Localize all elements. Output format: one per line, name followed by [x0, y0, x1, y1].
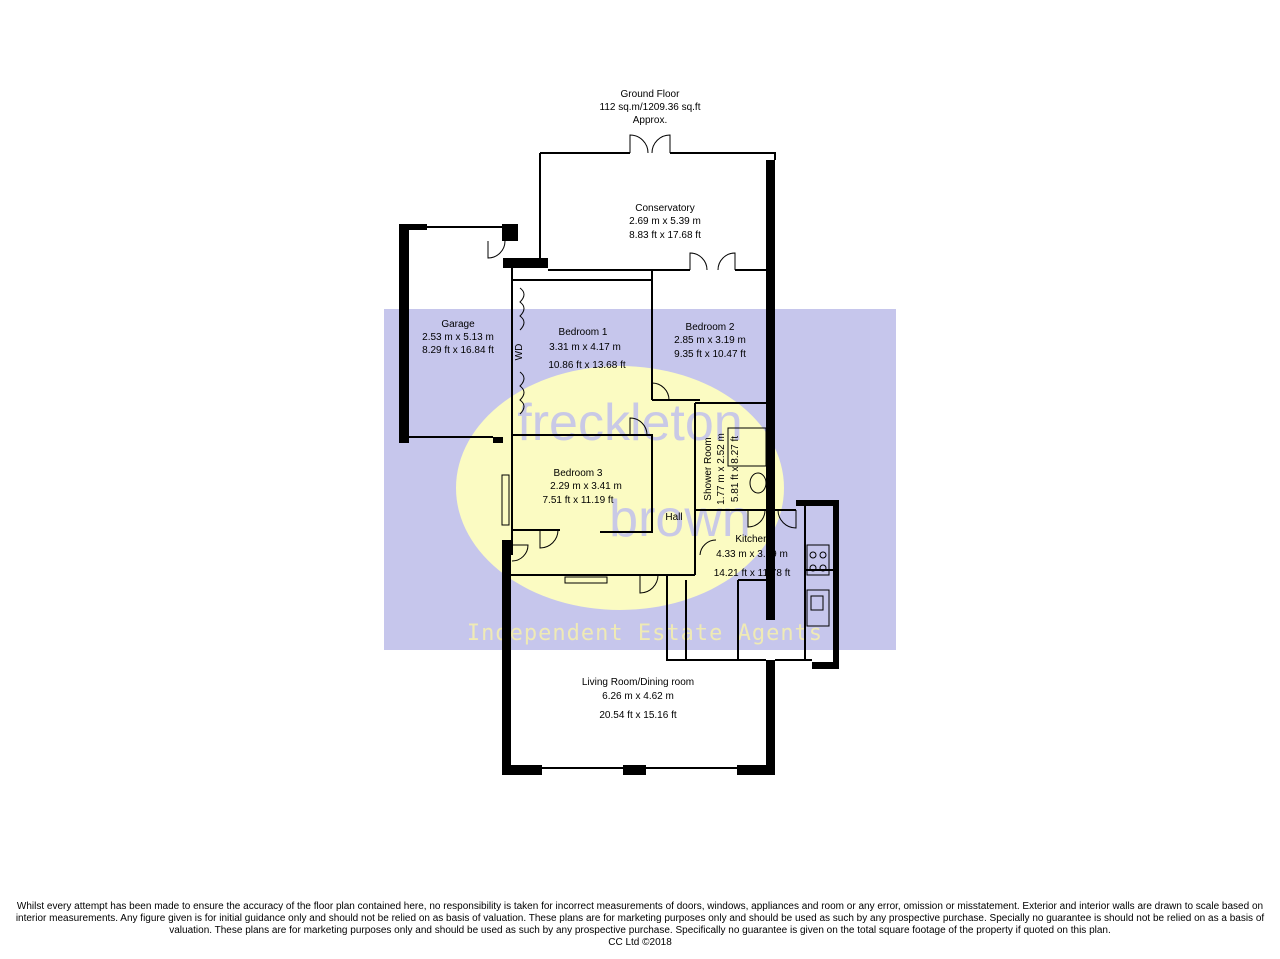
shower-room-walls	[694, 402, 766, 575]
room-labels: Conservatory 2.69 m x 5.39 m 8.83 ft x 1…	[422, 203, 790, 721]
garage-side-door	[487, 240, 506, 259]
hall-name: Hall	[665, 512, 682, 523]
living-south-wall-left	[502, 765, 542, 775]
hob-ring-4	[819, 564, 827, 572]
sink-basin	[810, 595, 824, 611]
shower-tray	[727, 427, 767, 467]
garage-south-corner	[399, 437, 409, 443]
fixtures	[501, 287, 830, 627]
shower-room-metric: 1.77 m x 2.52 m	[716, 433, 727, 505]
bedroom2-metric: 2.85 m x 3.19 m	[674, 335, 746, 346]
kitchen-north-wall	[796, 500, 839, 506]
garage-south-corner-right	[493, 437, 503, 443]
kitchen-internal-door	[747, 509, 766, 528]
living-name: Living Room/Dining room	[582, 677, 694, 688]
living-south-wall-mid	[623, 765, 646, 775]
bedroom3-imperial: 7.51 ft x 11.19 ft	[543, 495, 614, 506]
living-metric: 6.26 m x 4.62 m	[602, 691, 674, 702]
doors	[487, 134, 797, 594]
bedroom1-name: Bedroom 1	[559, 327, 608, 338]
bedroom2-imperial: 9.35 ft x 10.47 ft	[674, 349, 746, 360]
watermark-brand-line2: brown	[609, 490, 751, 548]
wardrobe-doors	[519, 287, 525, 415]
shower-room-imperial: 5.81 ft x 8.27 ft	[730, 436, 741, 502]
conservatory-imperial: 8.83 ft x 17.68 ft	[629, 230, 701, 241]
bedroom2-door	[651, 382, 670, 401]
watermark-tagline: Independent Estate Agents	[467, 621, 823, 646]
kitchen-south-wall	[812, 662, 839, 669]
conservatory-outline	[539, 152, 776, 258]
garage-west-wall	[399, 224, 409, 443]
wardrobe-label: WD	[514, 344, 525, 361]
bedroom2-door-right	[717, 252, 736, 271]
plan-header: Ground Floor 112 sq.m/1209.36 sq.ft Appr…	[600, 89, 701, 126]
west-wall-lower	[502, 540, 511, 775]
bedroom2-name: Bedroom 2	[686, 322, 735, 333]
east-wall-upper	[766, 160, 775, 620]
bedroom1-north-wall	[503, 258, 548, 268]
garage-north-wall-left	[399, 224, 427, 230]
kitchen-counter	[804, 506, 833, 660]
living-east-wall	[766, 660, 775, 775]
garage-north-wall-right	[502, 224, 518, 241]
hob-ring-2	[819, 551, 827, 559]
hob-ring-3	[809, 564, 817, 572]
living-door	[639, 574, 659, 594]
floor-area: 112 sq.m/1209.36 sq.ft	[600, 102, 701, 113]
floor-approx: Approx.	[633, 115, 667, 126]
shower-room-name: Shower Room	[703, 437, 714, 500]
bedroom3-metric: 2.29 m x 3.41 m	[550, 481, 622, 492]
kitchen-east-wall	[833, 500, 839, 669]
hall-kitchen-door	[699, 539, 717, 556]
bedroom3-window	[501, 474, 510, 526]
conservatory-door-left	[629, 134, 649, 154]
garage-name: Garage	[441, 319, 475, 330]
hall-door	[511, 544, 529, 562]
hob-ring-1	[809, 551, 817, 559]
copyright-text: CC Ltd ©2018	[608, 937, 672, 948]
garage-metric: 2.53 m x 5.13 m	[422, 332, 494, 343]
kitchen-units	[685, 579, 766, 660]
radiator	[564, 576, 608, 584]
hob	[806, 544, 830, 576]
conservatory-name: Conservatory	[635, 203, 694, 214]
interior-walls	[409, 152, 833, 769]
kitchen-metric: 4.33 m x 3.59 m	[716, 549, 788, 560]
kitchen-name: Kitchen	[735, 534, 768, 545]
cupboard-door	[539, 529, 559, 549]
bedroom3-name: Bedroom 3	[554, 468, 603, 479]
sink	[806, 589, 830, 627]
toilet	[749, 472, 767, 494]
bedroom1-door	[629, 417, 648, 436]
kitchen-living-partition	[666, 575, 766, 661]
kitchen-imperial: 14.21 ft x 11.78 ft	[714, 568, 791, 579]
bedroom2-door-left	[689, 252, 708, 271]
living-imperial: 20.54 ft x 15.16 ft	[599, 710, 676, 721]
bedroom3-north-wall	[512, 434, 653, 533]
conservatory-metric: 2.69 m x 5.39 m	[629, 216, 701, 227]
watermark: freckleton brown Independent Estate Agen…	[384, 309, 896, 650]
bedroom1-metric: 3.31 m x 4.17 m	[549, 342, 621, 353]
conservatory-door-right	[651, 134, 671, 154]
kitchen-door	[777, 509, 797, 529]
bedroom1-imperial: 10.86 ft x 13.68 ft	[548, 360, 625, 371]
floor-title: Ground Floor	[621, 89, 681, 100]
disclaimer-block: Whilst every attempt has been made to en…	[10, 901, 1270, 949]
exterior-walls	[399, 160, 839, 775]
garage-imperial: 8.29 ft x 16.84 ft	[422, 345, 494, 356]
disclaimer-text: Whilst every attempt has been made to en…	[15, 901, 1265, 936]
living-south-wall-right	[737, 765, 775, 775]
